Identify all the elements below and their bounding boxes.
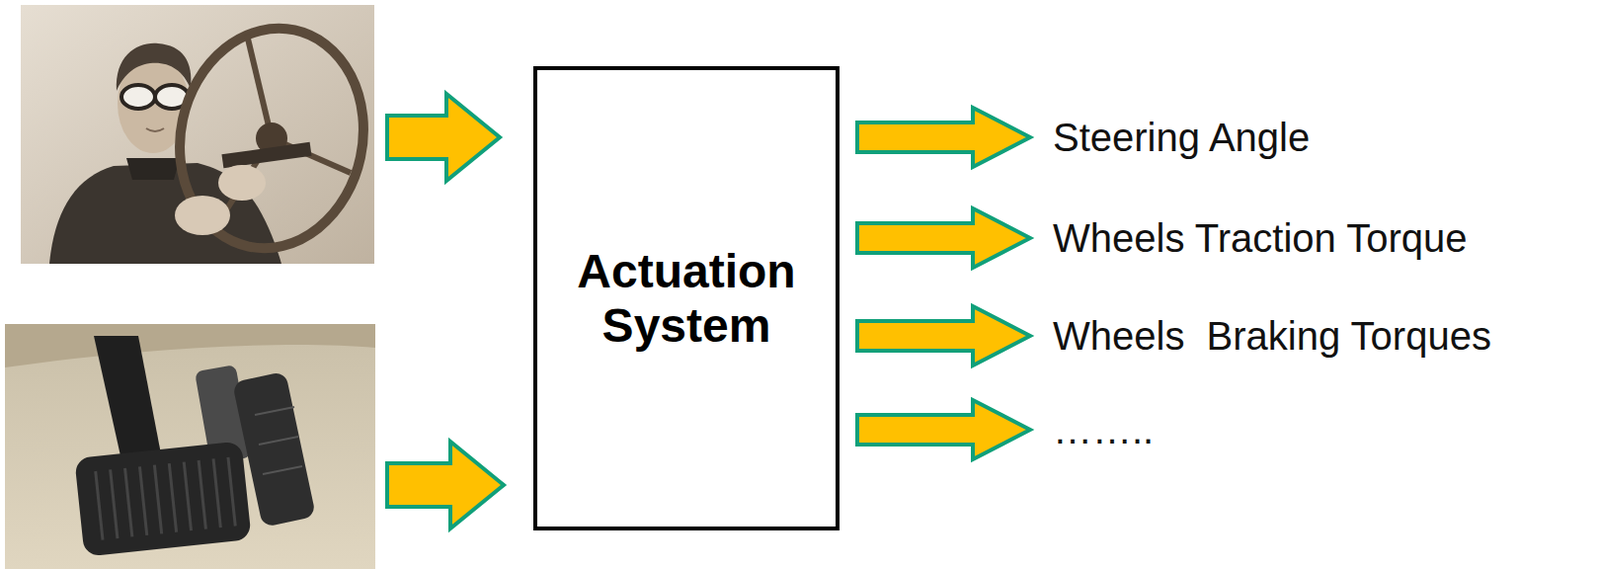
- output-label: ……..: [1052, 405, 1154, 454]
- wheel-spoke: [246, 34, 272, 139]
- steering-wheel: [160, 10, 385, 265]
- pedal-rib: [258, 436, 299, 445]
- output-label: Steering Angle: [1052, 113, 1310, 161]
- driver-hand: [218, 164, 266, 201]
- driver-photo: [20, 4, 384, 266]
- goggle-lens: [121, 84, 156, 109]
- output-arrow: [857, 400, 1031, 460]
- steering-column: [221, 142, 312, 168]
- pedal-rib: [262, 466, 303, 475]
- pedal-rib: [254, 406, 295, 415]
- pedal-ribs: [95, 457, 237, 541]
- photo-ground: [4, 323, 376, 569]
- pedal-rib: [110, 469, 118, 539]
- driver-hand: [174, 195, 231, 236]
- input-arrow: [387, 93, 500, 181]
- driver-collar: [126, 158, 180, 180]
- output-arrow: [857, 107, 1031, 167]
- dash-trim: [4, 323, 376, 368]
- output-arrow: [857, 208, 1031, 268]
- brake-pedal: [74, 440, 252, 557]
- pedal-rib: [198, 460, 206, 530]
- pedal-rib: [183, 462, 191, 532]
- output-label: Wheels Traction Torque: [1052, 214, 1467, 262]
- pedal-rib: [139, 466, 147, 536]
- pedal-arm: [93, 335, 163, 470]
- pedal-rib: [228, 457, 236, 527]
- pedals-photo: [4, 323, 376, 569]
- box-title: Actuation System: [537, 243, 836, 353]
- pedal-rib: [154, 465, 161, 535]
- pedal-rib: [125, 468, 133, 538]
- driver-mouth: [146, 128, 164, 132]
- pedal-rib: [95, 471, 103, 541]
- output-label: Wheels Braking Torques: [1052, 312, 1492, 360]
- output-arrow: [857, 306, 1031, 366]
- input-arrow: [387, 441, 504, 529]
- process-box: Actuation System: [533, 66, 840, 531]
- pedal-rib: [168, 463, 176, 533]
- pedal-rib: [213, 458, 221, 528]
- driver-hair: [116, 43, 192, 91]
